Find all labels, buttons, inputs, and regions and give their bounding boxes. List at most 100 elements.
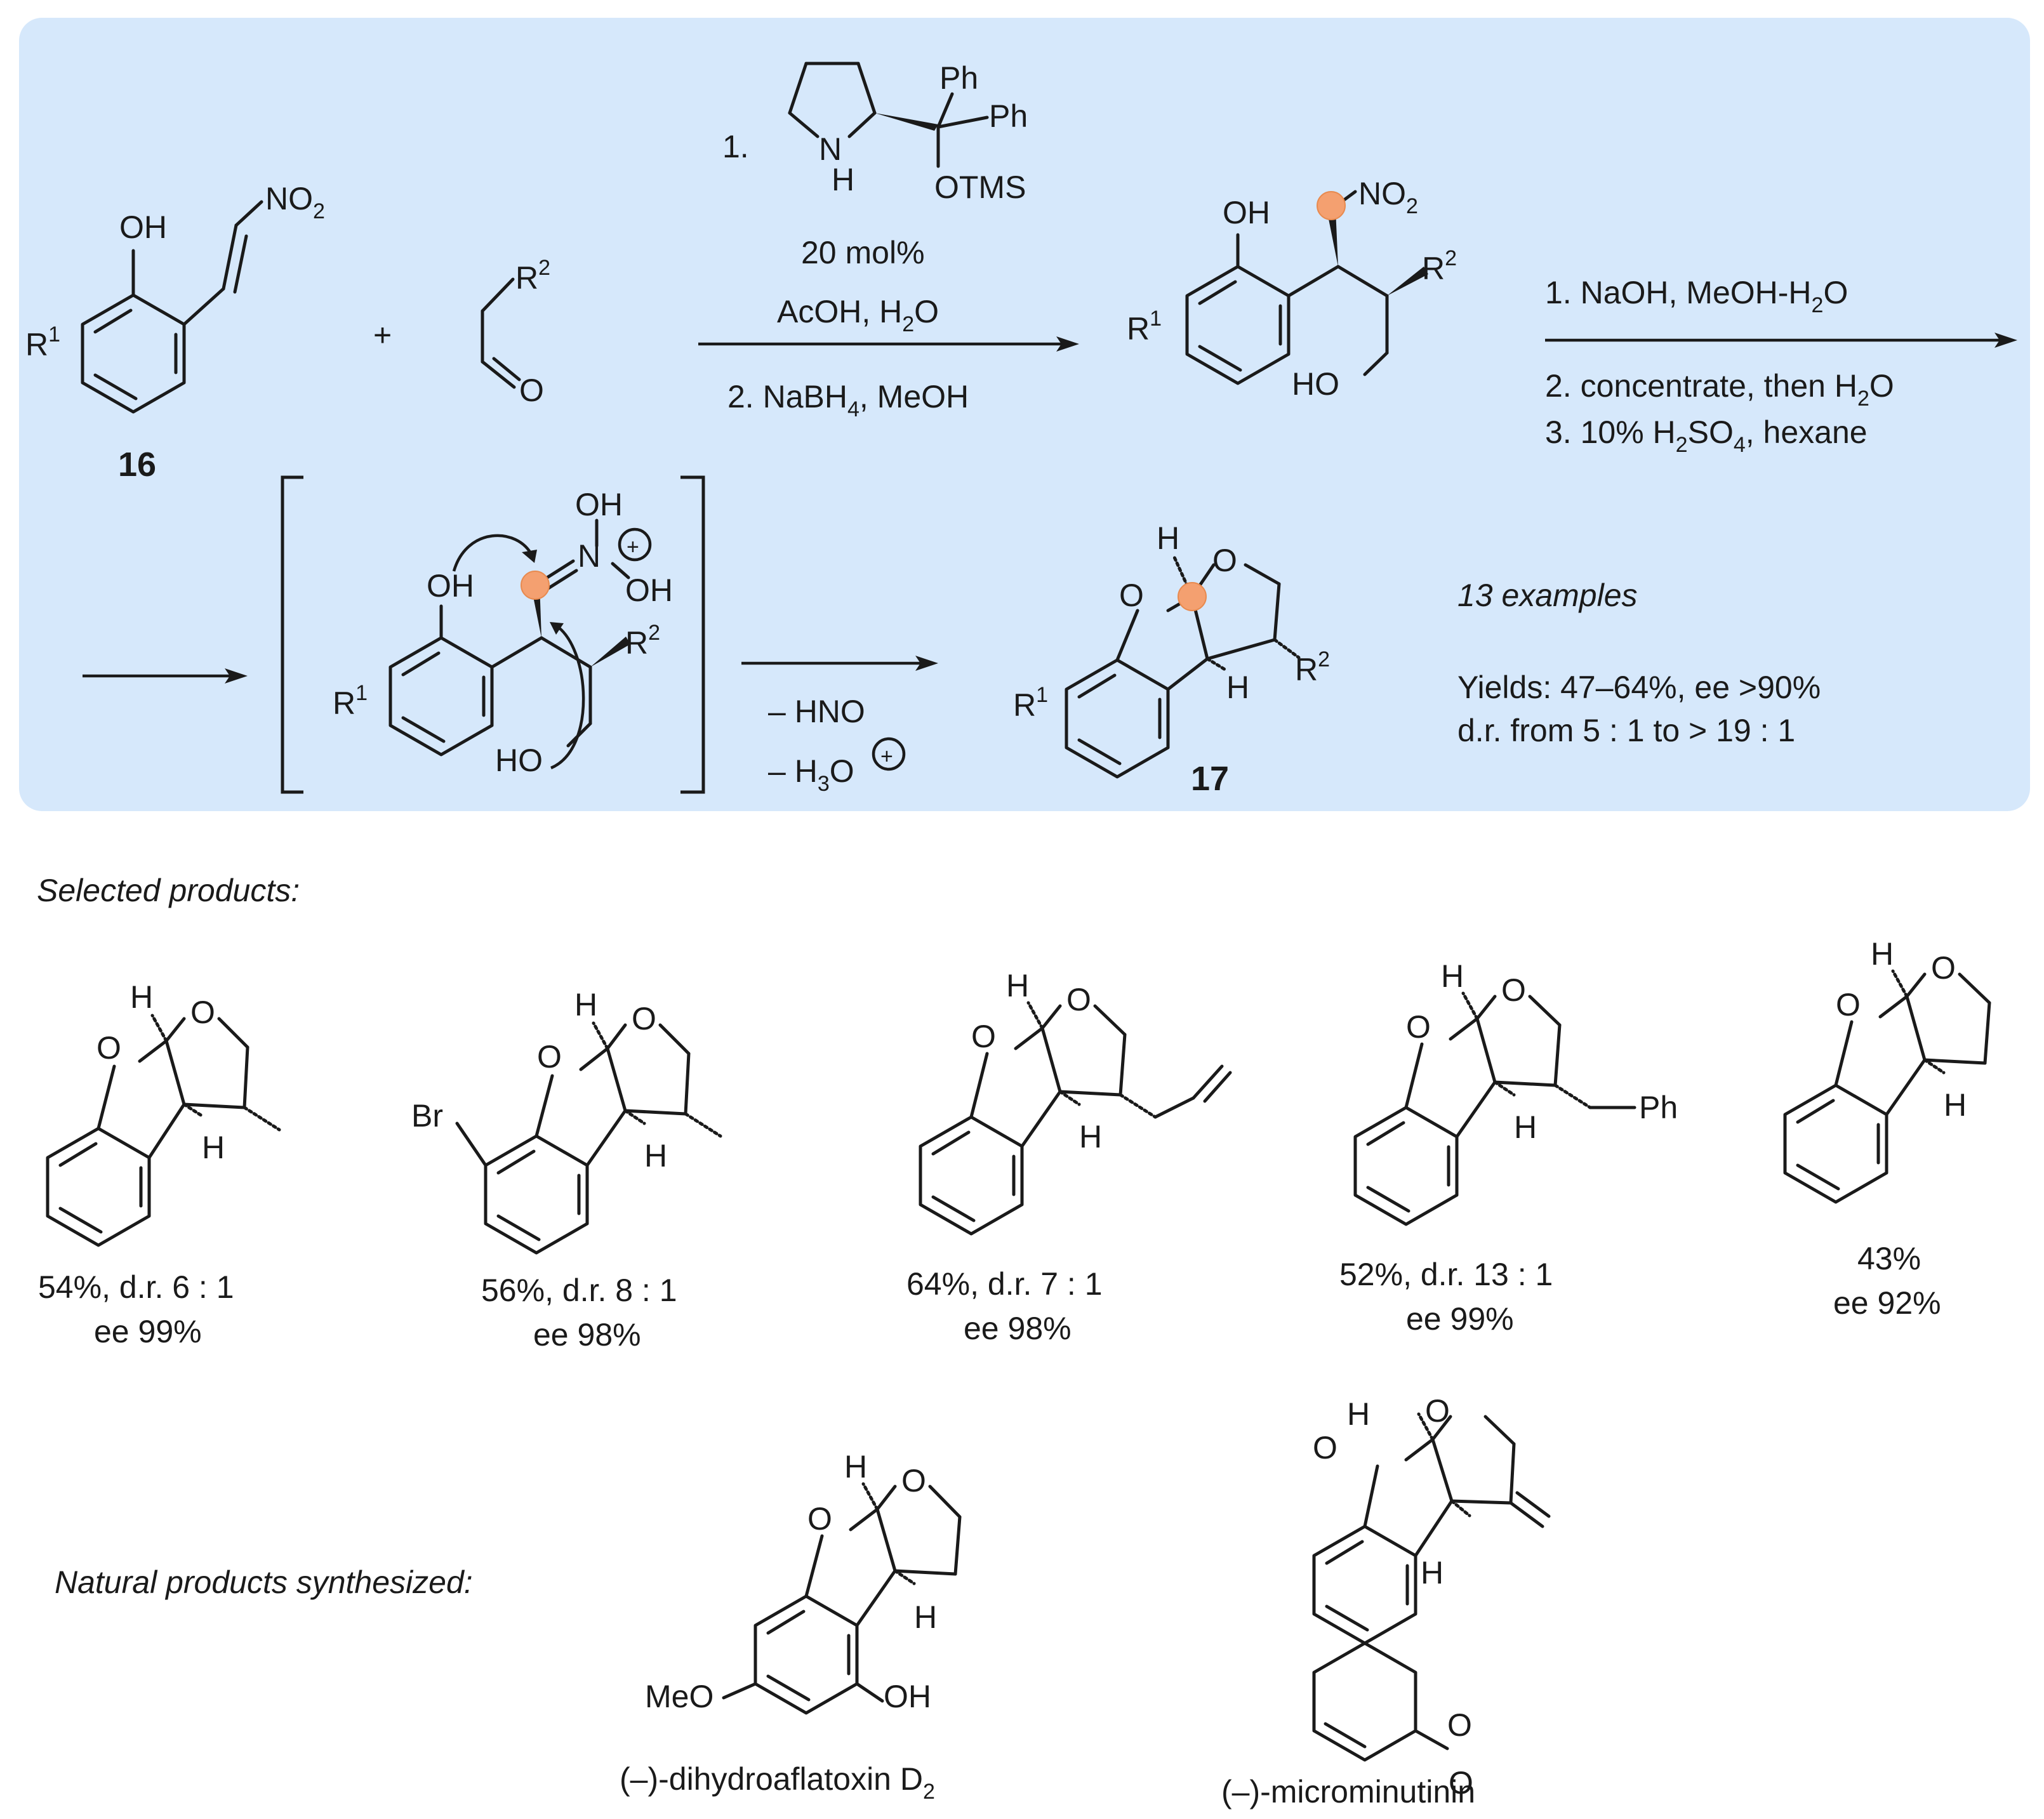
selected-product-3: H O O H 64%, d.r. 7 : 1 ee 98%: [906, 968, 1232, 1346]
intermediate-ho-label: HO: [1292, 366, 1339, 402]
sp5-h-top: H: [1871, 936, 1894, 972]
np2-o3: O: [1447, 1707, 1472, 1743]
bracket-oh-right-label: OH: [625, 572, 673, 608]
catalyst-loading: 20 mol%: [801, 235, 925, 270]
product-h-top: H: [1157, 520, 1179, 556]
sp1-ee: ee 99%: [94, 1314, 202, 1349]
step2-condition-3: 3. 10% H2SO4, hexane: [1545, 414, 1868, 457]
sp2-bromine: Br: [411, 1098, 443, 1134]
sp5-o1: O: [1836, 987, 1861, 1022]
microminutinin-structure: H O O H O O (–)-microminutinin: [1221, 1393, 1551, 1809]
loss-hydronium: – H3O: [768, 753, 854, 796]
np2-o4: O: [1449, 1765, 1473, 1801]
nitrogen-charge-plus: +: [627, 535, 639, 559]
np1-meo-label: MeO: [645, 1679, 713, 1714]
sp4-phenyl: Ph: [1639, 1090, 1678, 1125]
sp5-o2: O: [1931, 950, 1956, 986]
np1-h-top: H: [844, 1449, 867, 1485]
np2-h-top: H: [1347, 1396, 1370, 1432]
sp4-ee: ee 99%: [1406, 1301, 1514, 1337]
plus-sign: +: [373, 317, 392, 353]
step1-reduction: 2. NaBH4, MeOH: [727, 379, 969, 421]
otms-label: OTMS: [934, 169, 1026, 205]
sp1-h-top: H: [130, 979, 153, 1015]
hydronium-charge-plus: +: [880, 744, 893, 769]
selected-product-2: H O O H Br 56%, d.r. 8 : 1 ee 98%: [411, 987, 722, 1353]
intermediate-r1-label: R1: [1127, 307, 1162, 347]
sp3-o1: O: [971, 1019, 996, 1054]
np2-o1: O: [1313, 1430, 1337, 1465]
phenyl-1-label: Ph: [939, 60, 978, 96]
sp5-ee: ee 92%: [1833, 1285, 1941, 1321]
bracket-n-label: N: [578, 538, 601, 574]
sp4-h-bottom: H: [1514, 1109, 1537, 1145]
product-o1: O: [1119, 578, 1144, 613]
selected-products-heading: Selected products:: [37, 873, 300, 908]
hydronium-charge-circle: [872, 737, 906, 771]
sp4-o2: O: [1501, 972, 1526, 1008]
sp2-yield: 56%, d.r. 8 : 1: [481, 1273, 677, 1308]
sp2-h-top: H: [574, 987, 597, 1022]
product-17-structure: H O O H R2 R1 17: [1013, 520, 1330, 798]
catalyst-n-label: N: [819, 131, 842, 167]
sp1-o2: O: [190, 995, 215, 1030]
bracket-oh-label: OH: [427, 568, 474, 604]
sp4-h-top: H: [1441, 958, 1464, 994]
examples-count: 13 examples: [1457, 578, 1638, 613]
yields-summary: Yields: 47–64%, ee >90%: [1457, 670, 1821, 705]
phenyl-2-label: Ph: [989, 98, 1028, 134]
sp3-yield: 64%, d.r. 7 : 1: [906, 1266, 1103, 1302]
dihydroaflatoxin-structure: H O O H MeO OH (–)-dihydroaflatoxin D2: [620, 1449, 962, 1804]
sp4-yield: 52%, d.r. 13 : 1: [1339, 1257, 1553, 1292]
sp4-o1: O: [1406, 1009, 1431, 1045]
np2-h-bottom: H: [1421, 1555, 1443, 1591]
step2-condition-2: 2. concentrate, then H2O: [1545, 368, 1894, 411]
compound-16-structure: OH NO2 R1 16: [25, 181, 325, 484]
np1-h-bottom: H: [914, 1599, 937, 1635]
intermediate-r2-label: R2: [1422, 246, 1457, 286]
np2-name: (–)-microminutinin: [1221, 1774, 1475, 1809]
compound-16-label: 16: [118, 446, 156, 484]
np1-name: (–)-dihydroaflatoxin D2: [620, 1761, 935, 1804]
nitrogen-charge-circle: [618, 527, 652, 562]
nitro-alcohol-intermediate: OH NO2 R2 R1 HO: [1127, 176, 1457, 402]
sp1-yield: 54%, d.r. 6 : 1: [38, 1269, 234, 1305]
step-1-number: 1.: [722, 129, 749, 164]
selected-product-5: H O O H 43% ee 92%: [1783, 936, 1991, 1321]
sp3-ee: ee 98%: [964, 1311, 1072, 1346]
sp3-h-top: H: [1006, 968, 1029, 1003]
intermediate-nitro-label: NO2: [1358, 176, 1418, 218]
selected-product-1: H O O H 54%, d.r. 6 : 1 ee 99%: [38, 979, 281, 1349]
sp2-o1: O: [537, 1039, 562, 1075]
step2-condition-1: 1. NaOH, MeOH-H2O: [1545, 275, 1848, 317]
np1-oh-label: OH: [884, 1679, 931, 1714]
product-h-bottom: H: [1226, 670, 1249, 705]
bracket-intermediate: OH N OH OH + R2 R1 HO: [281, 475, 705, 794]
sp2-o2: O: [632, 1001, 656, 1036]
product-r2-label: R2: [1295, 647, 1330, 687]
sp5-yield: 43%: [1857, 1241, 1921, 1276]
loss-hno: – HNO: [768, 694, 865, 729]
step1-solvent: AcOH, H2O: [777, 294, 939, 336]
product-o2: O: [1212, 543, 1237, 578]
selected-product-4: H O O H Ph 52%, d.r. 13 : 1 ee 99%: [1339, 958, 1678, 1337]
catalyst-h-label: H: [832, 162, 854, 197]
reaction-panel: [19, 18, 2030, 811]
aldehyde-structure: R2 O: [481, 256, 550, 408]
oh-label: OH: [119, 209, 167, 245]
catalyst-structure: 1. N H Ph Ph OTMS: [722, 60, 1028, 205]
nitro-label: NO2: [265, 181, 325, 223]
sp3-h-bottom: H: [1079, 1119, 1102, 1154]
r2-label: R2: [515, 256, 550, 296]
bracket-ho-label: HO: [495, 743, 543, 778]
sp2-h-bottom: H: [644, 1138, 667, 1174]
sp5-h-bottom: H: [1944, 1087, 1967, 1123]
bracket-r1-label: R1: [333, 681, 368, 721]
intermediate-oh-label: OH: [1223, 195, 1270, 230]
product-r1-label: R1: [1013, 683, 1048, 723]
np2-o2: O: [1425, 1393, 1450, 1429]
bracket-oh-top-label: OH: [575, 487, 623, 522]
sp3-o2: O: [1066, 982, 1091, 1017]
r1-label: R1: [25, 322, 60, 362]
